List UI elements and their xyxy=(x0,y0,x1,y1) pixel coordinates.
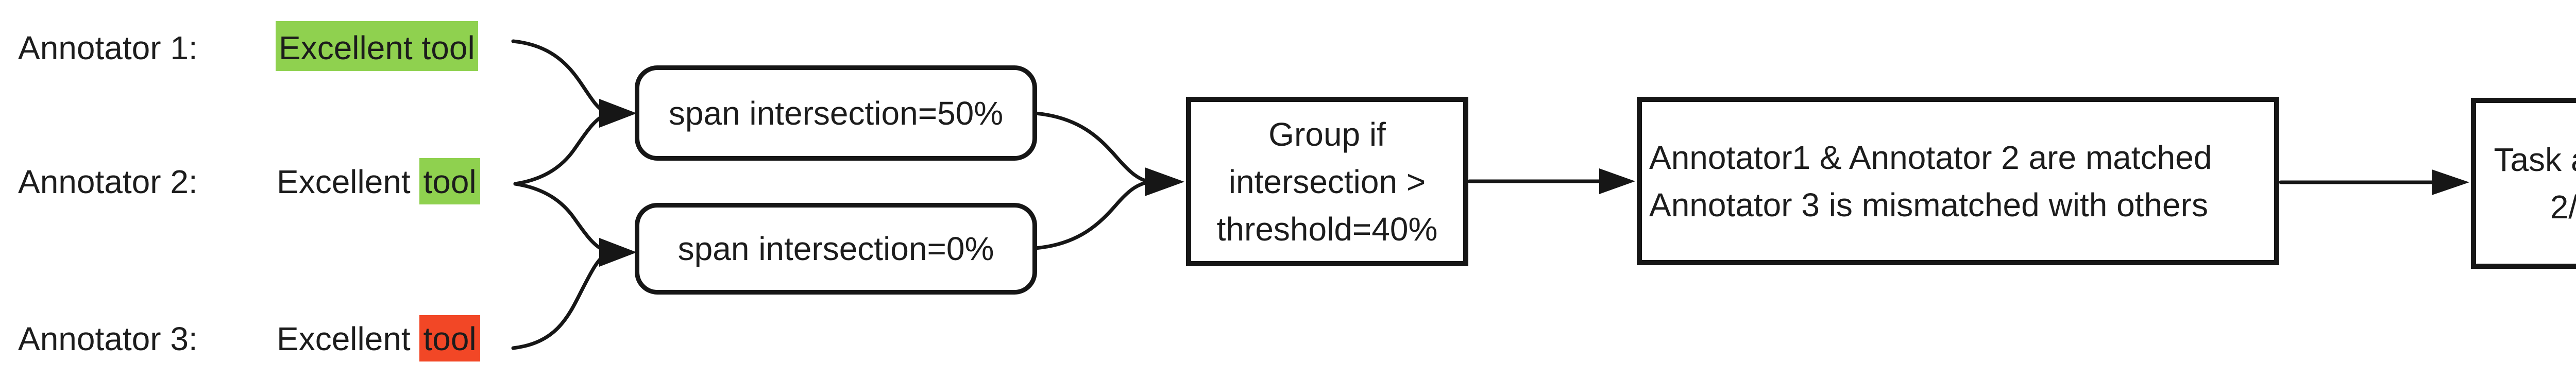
span-intersection-50-box[interactable]: span intersection=50% xyxy=(635,65,1037,161)
connector-span50-to-group xyxy=(1033,111,1151,184)
connector-span0-to-group xyxy=(1033,180,1151,250)
annotator-2-annotation[interactable]: Excellent tool xyxy=(277,158,480,204)
annotator-2-label[interactable]: Annotator 2: xyxy=(18,163,198,200)
group-threshold-line-3: threshold=40% xyxy=(1216,210,1438,248)
match-result-line-2: Annotator 3 is mismatched with others xyxy=(1649,186,2208,223)
annotator-2-plain-text: Excellent xyxy=(277,163,420,200)
arrowhead-span50 xyxy=(599,99,637,128)
annotator-1-annotation[interactable]: Excellent tool xyxy=(276,21,478,71)
group-threshold-line-2: intersection > xyxy=(1228,163,1426,200)
task-agreement-line-1: Task agreement: xyxy=(2494,141,2576,178)
arrowhead-task xyxy=(2432,169,2469,195)
group-threshold-line-1: Group if xyxy=(1268,115,1386,153)
connector-annotator2-to-span0 xyxy=(513,182,608,253)
annotator-3-label[interactable]: Annotator 3: xyxy=(18,320,198,357)
span-intersection-0-box[interactable]: span intersection=0% xyxy=(635,203,1037,295)
annotator-3-plain-text: Excellent xyxy=(277,320,420,357)
annotator-1-highlight-green[interactable]: Excellent tool xyxy=(276,21,478,71)
connector-annotator1-to-span50 xyxy=(511,39,608,115)
arrowhead-group xyxy=(1145,167,1184,196)
task-agreement-box[interactable]: Task agreement: 2/3=67% xyxy=(2471,98,2576,269)
annotator-1-label[interactable]: Annotator 1: xyxy=(18,29,198,66)
group-threshold-box[interactable]: Group if intersection > threshold=40% xyxy=(1186,97,1468,266)
arrowhead-result xyxy=(1599,168,1635,194)
task-agreement-line-2: 2/3=67% xyxy=(2550,188,2576,226)
match-result-box[interactable]: Annotator1 & Annotator 2 are matched Ann… xyxy=(1637,97,2279,265)
annotator-3-annotation[interactable]: Excellent tool xyxy=(277,315,480,361)
span-intersection-50-label: span intersection=50% xyxy=(668,94,1004,132)
span-intersection-0-label: span intersection=0% xyxy=(677,230,994,267)
connector-annotator2-to-span50 xyxy=(513,112,608,186)
arrowhead-span0 xyxy=(599,238,637,267)
annotator-2-highlight-green[interactable]: tool xyxy=(419,158,480,204)
connector-annotator3-to-span0 xyxy=(511,251,609,350)
annotator-3-highlight-red[interactable]: tool xyxy=(419,315,480,361)
match-result-line-1: Annotator1 & Annotator 2 are matched xyxy=(1649,139,2212,176)
